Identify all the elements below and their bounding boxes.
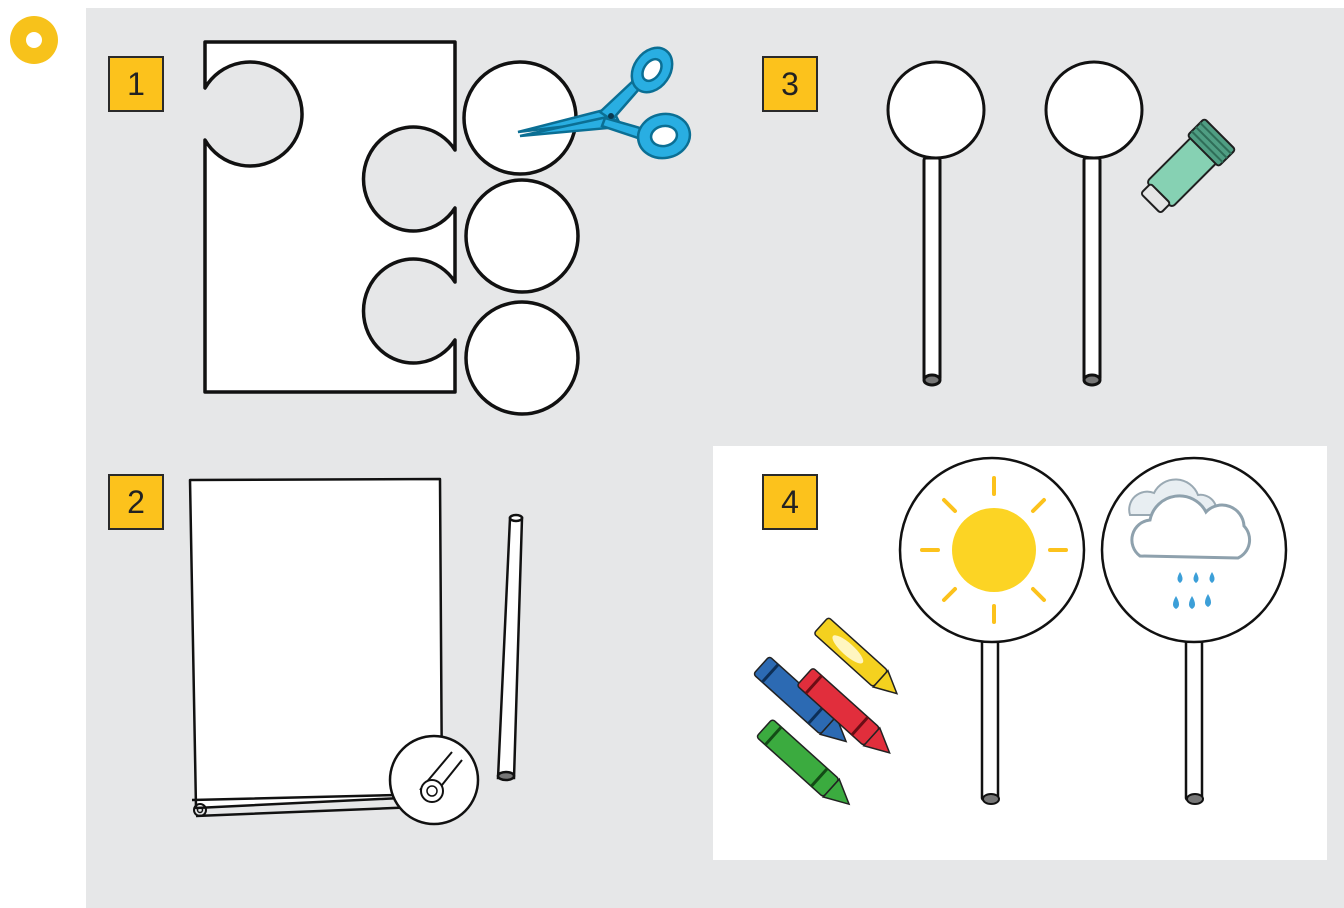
- cut-circle: [466, 302, 578, 414]
- rain-paddle: [1102, 458, 1286, 804]
- step-3-paddle-left: [888, 62, 984, 385]
- sun-paddle: [900, 458, 1084, 804]
- crayons-icon: [753, 617, 904, 813]
- step-3-paddle-right: [1046, 62, 1142, 385]
- step-2-badge: 2: [108, 474, 164, 530]
- step-2-zoom-circle: [390, 736, 478, 824]
- step-1-paper-sheet: [205, 42, 455, 392]
- step-1-cut-circles: [464, 62, 578, 414]
- step-3-badge: 3: [762, 56, 818, 112]
- step-4-badge: 4: [762, 474, 818, 530]
- cut-circle: [466, 180, 578, 292]
- glue-stick-icon: [1135, 119, 1235, 219]
- cut-circle: [464, 62, 576, 174]
- step-1-badge: 1: [108, 56, 164, 112]
- step-2-rolled-stick: [498, 515, 522, 780]
